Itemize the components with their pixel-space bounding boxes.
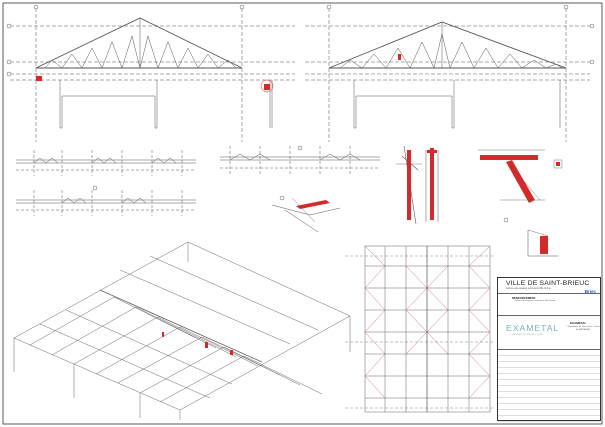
red-connection-detail	[264, 84, 270, 90]
plate-detail	[527, 229, 558, 257]
detail-callout-circle	[260, 79, 274, 93]
project-description: Service des espaces verts de la Ville Ur…	[514, 300, 556, 302]
client-logo-text: Briec	[584, 289, 596, 294]
purlin-elevation-lower	[16, 190, 196, 216]
section-marker-icon	[92, 145, 509, 223]
project-section: RENFORCEMENT Service des espaces verts d…	[498, 294, 600, 316]
project-heading: RENFORCEMENT	[512, 296, 536, 300]
axis-bubbles-left	[6, 4, 245, 77]
company-name: EXAMETAL	[570, 321, 587, 325]
isometric-3d-view	[13, 241, 351, 420]
brand-tagline: CHARPENTE METALLIQUE	[510, 334, 544, 336]
company-section: EXAMETAL CHARPENTE METALLIQUE EXAMETAL 1…	[498, 316, 600, 350]
title-block: VILLE DE SAINT-BRIEUC Service des espace…	[497, 277, 601, 422]
truss-elevation-right	[305, 8, 590, 142]
axis-bubbles-right	[326, 4, 595, 65]
client-subtitle: Service des espaces verts de la Ville Ur…	[506, 287, 551, 290]
knee-brace-detail	[478, 149, 545, 203]
beam-detail-iso	[271, 197, 341, 233]
client-name: VILLE DE SAINT-BRIEUC	[506, 280, 590, 287]
red-connection-detail	[398, 54, 401, 60]
brand-logo: EXAMETAL	[506, 323, 560, 333]
client-section: VILLE DE SAINT-BRIEUC Service des espace…	[498, 278, 600, 294]
roof-plan-bracing	[364, 245, 491, 399]
isometric-red-highlights	[162, 332, 233, 355]
truss-elevation-left	[10, 8, 295, 142]
column-detail-a	[396, 145, 422, 225]
roof-plan	[364, 245, 491, 413]
column-detail-b	[425, 148, 439, 222]
revision-grid	[498, 350, 600, 422]
roof-plan-axis-lines	[345, 255, 495, 409]
company-address: 1 Rue Adrien de Gau verlee - Ursins de B…	[566, 326, 600, 331]
purlin-elevation-center	[220, 146, 380, 176]
purlin-elevation-upper	[16, 150, 196, 176]
red-connection-detail	[36, 76, 42, 81]
brace-small-detail	[553, 159, 563, 169]
